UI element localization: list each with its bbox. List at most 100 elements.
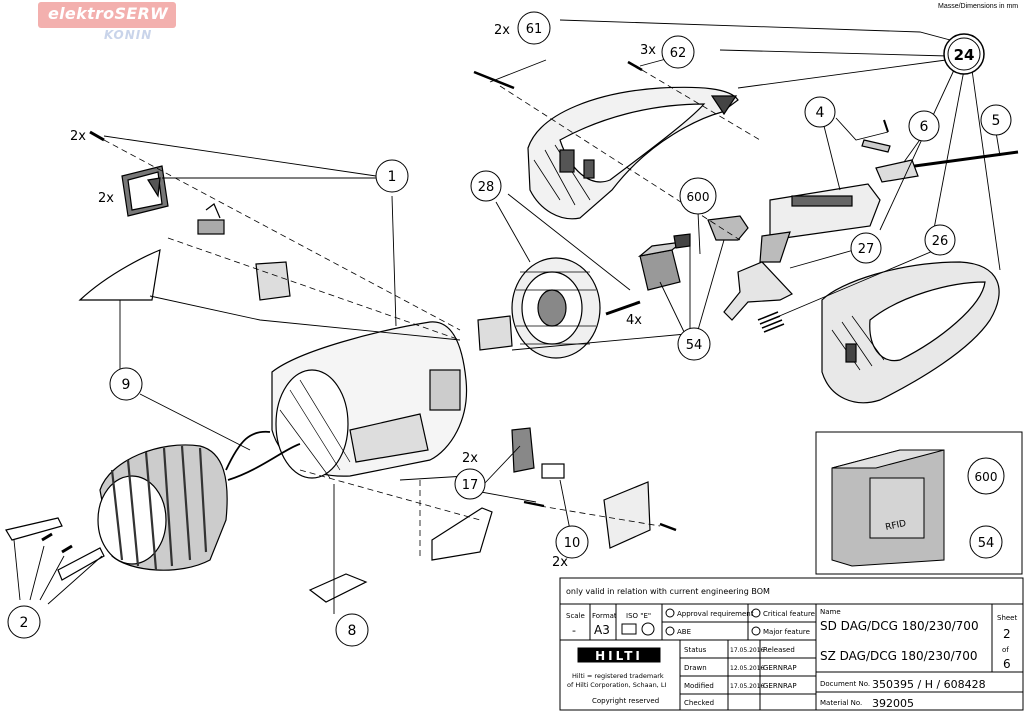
callout-27: 27: [850, 232, 882, 264]
elektroserw-logo: elektroSERW KONIN: [38, 2, 176, 44]
logo-brand-text: elektroSERW: [48, 4, 169, 23]
svg-text:26: 26: [932, 234, 949, 249]
callouts: 1 2 4 5 6 8 9 10 17 24 26 27 28 54 54 61…: [7, 11, 1012, 647]
callout-8: 8: [335, 613, 369, 647]
svg-text:600: 600: [687, 190, 710, 204]
qty-cap: 2x: [98, 191, 114, 206]
stator: [97, 430, 301, 571]
callout-17: 17: [454, 468, 486, 500]
iso-label: ISO "E": [626, 612, 651, 620]
sheet-label: Sheet: [997, 614, 1017, 622]
title-block-text: only valid in relation with current engi…: [566, 587, 1017, 710]
format-value: A3: [594, 623, 610, 637]
modified-date: 17.05.2016: [730, 683, 765, 690]
callout-54-inset: 54: [969, 525, 1003, 559]
wedge-screws: [41, 532, 73, 554]
sheet-total: 6: [1003, 657, 1011, 671]
bom-note: only valid in relation with current engi…: [566, 587, 770, 596]
modified-label: Modified: [684, 682, 714, 690]
callout-5: 5: [980, 104, 1012, 136]
callout-9: 9: [109, 367, 143, 401]
label-front: [431, 507, 493, 561]
callout-10: 10: [555, 525, 589, 559]
drawn-label: Drawn: [684, 664, 707, 672]
qty-10: 2x: [552, 555, 568, 570]
svg-text:54: 54: [978, 536, 995, 551]
small-clip: [673, 233, 691, 249]
carbon-brush-front: [541, 463, 565, 479]
rfid-label: RFID: [885, 519, 908, 533]
major-feature: Major feature: [763, 628, 810, 636]
qty-62: 3x: [640, 43, 656, 58]
callout-1: 1: [375, 159, 409, 193]
drawn-value: GERNRAP: [763, 664, 797, 672]
dimensions-note: Masse/Dimensions in mm: [938, 3, 1019, 10]
fan-baffle: [511, 257, 601, 359]
critical-feature: Critical feature: [763, 610, 815, 618]
svg-text:8: 8: [348, 623, 357, 639]
callout-26: 26: [924, 224, 956, 256]
brush-cover: [603, 481, 651, 549]
rfid-module-small: [637, 241, 685, 291]
motor-housing: [271, 321, 468, 479]
carbon-brush: [197, 219, 225, 235]
svg-text:28: 28: [478, 180, 495, 195]
qty-17: 2x: [462, 451, 478, 466]
document-label: Document No.: [820, 680, 870, 688]
logo-city-text: KONIN: [104, 28, 153, 42]
trademark-line-2: of Hilti Corporation, Schaan, LI: [567, 681, 666, 689]
hilti-logo: HILTI: [595, 649, 643, 663]
format-label: Format: [592, 612, 617, 620]
spring: [757, 311, 785, 333]
callout-6: 6: [908, 110, 940, 142]
brush-holder-front: [511, 427, 535, 473]
switch-assembly: [759, 183, 881, 263]
abe-label: ABE: [677, 628, 691, 636]
svg-text:9: 9: [122, 377, 131, 393]
checked-label: Checked: [684, 699, 714, 707]
scale-label: Scale: [566, 612, 585, 620]
svg-text:10: 10: [564, 536, 581, 551]
supply-cable: [899, 150, 1019, 170]
logo-banner: [38, 2, 176, 28]
name-line-1: SD DAG/DCG 180/230/700: [820, 619, 979, 633]
svg-text:54: 54: [686, 338, 703, 353]
svg-text:2: 2: [20, 615, 29, 631]
trademark-line-1: Hilti = registered trademark: [572, 672, 664, 680]
label-bottom: [308, 573, 368, 603]
callout-28: 28: [470, 170, 502, 202]
modified-value: GERNRAP: [763, 682, 797, 690]
brush-holder-rear: [255, 261, 291, 301]
material-label: Material No.: [820, 699, 862, 707]
status-label: Status: [684, 646, 707, 654]
wedge-left: [5, 517, 63, 541]
title-block: [559, 577, 1024, 711]
callout-62: 62: [661, 35, 695, 69]
clip-part: [707, 215, 749, 241]
document-value: 350395 / H / 608428: [872, 678, 986, 691]
callout-2: 2: [7, 605, 41, 639]
brush-holder-center: [477, 315, 513, 351]
handle-half-lower: [821, 261, 1000, 404]
label-rear: [78, 249, 161, 301]
sheet-of: of: [1002, 646, 1009, 654]
parts-layer: [5, 60, 1019, 603]
strain-relief-screw: [883, 119, 889, 133]
quantity-labels: 2x 3x 2x 2x 4x 2x 2x: [70, 23, 656, 570]
name-line-2: SZ DAG/DCG 180/230/700: [820, 649, 978, 663]
handle-screw-short: [627, 60, 643, 72]
cap-screw: [89, 130, 105, 142]
callout-600: 600: [679, 177, 717, 215]
callout-24: 24: [943, 33, 985, 75]
svg-text:17: 17: [462, 478, 479, 493]
svg-text:600: 600: [975, 470, 998, 484]
trigger-lever: [723, 261, 793, 321]
copyright: Copyright reserved: [592, 697, 659, 705]
qty-61: 2x: [494, 23, 510, 38]
svg-text:5: 5: [992, 113, 1001, 129]
status-value: Released: [763, 646, 795, 654]
callout-600-inset: 600: [967, 457, 1005, 495]
cover-screw: [659, 522, 677, 532]
svg-text:27: 27: [858, 242, 875, 257]
